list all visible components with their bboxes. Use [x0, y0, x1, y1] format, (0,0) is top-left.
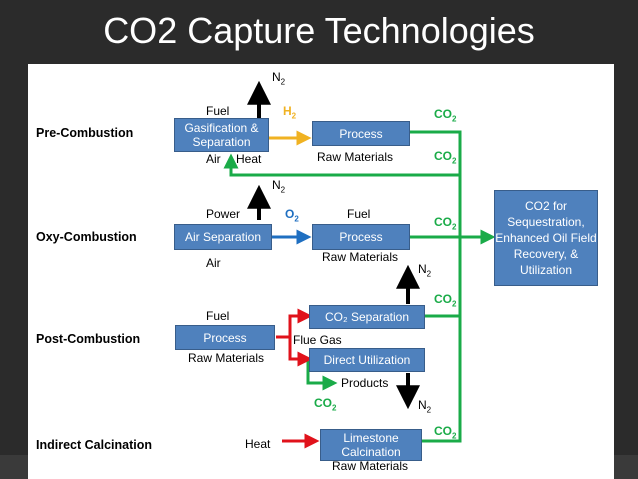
fuel-label-pre: Fuel	[206, 104, 230, 118]
co2-label-pre: CO2	[434, 107, 457, 124]
sequestration-box: CO2 for Sequestration, Enhanced Oil Fiel…	[494, 190, 598, 286]
co2-separation-box: CO₂ Separation	[309, 305, 425, 329]
raw-materials-label-oxy: Raw Materials	[322, 250, 399, 264]
n2-label-post-up: N2	[418, 262, 432, 279]
h2-label: H2	[283, 104, 297, 121]
fuel-label-oxy: Fuel	[347, 207, 371, 221]
air-label-pre: Air	[206, 152, 221, 166]
raw-materials-label-pre: Raw Materials	[317, 150, 394, 164]
row-label-post-combustion: Post-Combustion	[36, 332, 141, 346]
n2-label-post-down: N2	[418, 398, 432, 415]
direct-utilization-box: Direct Utilization	[309, 348, 425, 372]
co2-line-indirect	[422, 316, 462, 443]
post-combustion-process-box: Process	[175, 325, 275, 350]
limestone-calcination-box: Limestone Calcination	[320, 429, 422, 461]
row-label-indirect-calcination: Indirect Calcination	[36, 438, 152, 452]
n2-label-oxy: N2	[272, 178, 286, 195]
flue-arrow-utilization	[288, 337, 313, 367]
air-label-oxy: Air	[206, 256, 221, 270]
fuel-label-post: Fuel	[206, 309, 230, 323]
co2-line-recycle	[223, 153, 460, 177]
slide-title: CO2 Capture Technologies	[103, 10, 535, 51]
co2-line-pre	[410, 130, 462, 237]
row-label-pre-combustion: Pre-Combustion	[36, 126, 134, 140]
heat-label-indirect: Heat	[245, 437, 271, 451]
co2-label-indirect: CO2	[434, 424, 457, 441]
co2-label-oxy: CO2	[434, 215, 457, 232]
oxy-combustion-process-box: Process	[312, 224, 410, 250]
power-label-oxy: Power	[206, 207, 241, 221]
co2-label-recycle: CO2	[434, 149, 457, 166]
products-label: Products	[341, 376, 389, 390]
air-separation-box: Air Separation	[174, 224, 272, 250]
flue-gas-label: Flue Gas	[293, 333, 342, 347]
co2-line-products	[306, 361, 338, 391]
raw-materials-label-indirect: Raw Materials	[332, 459, 409, 473]
row-label-oxy-combustion: Oxy-Combustion	[36, 230, 137, 244]
flue-arrow-separation	[276, 308, 313, 339]
heat-label-pre: Heat	[236, 152, 262, 166]
raw-materials-label-post: Raw Materials	[188, 351, 265, 365]
pre-combustion-process-box: Process	[312, 121, 410, 146]
o2-label: O2	[285, 207, 299, 224]
co2-label-products: CO2	[314, 396, 337, 413]
gasification-separation-box: Gasification & Separation	[174, 118, 269, 152]
co2-label-post: CO2	[434, 292, 457, 309]
n2-label-pre: N2	[272, 70, 286, 87]
